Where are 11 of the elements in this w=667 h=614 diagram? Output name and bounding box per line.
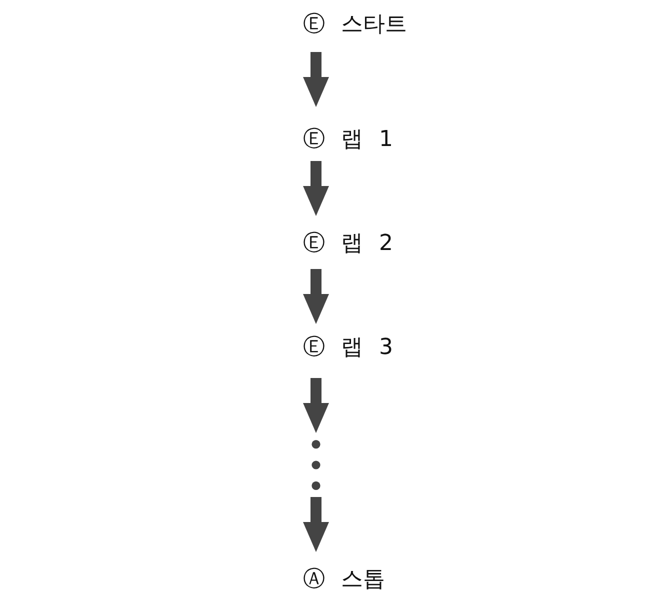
arrow (303, 378, 329, 433)
step-label: Ⓔ 랩 2 (303, 231, 393, 257)
vertical-ellipsis-icon (310, 440, 322, 490)
arrow (303, 269, 329, 324)
step-label: Ⓔ 스타트 (303, 12, 407, 38)
arrow (303, 52, 329, 107)
arrow (303, 161, 329, 216)
step-label: Ⓔ 랩 1 (303, 127, 393, 153)
arrow (303, 497, 329, 552)
step-label: Ⓐ 스톱 (303, 567, 385, 593)
step-label: Ⓔ 랩 3 (303, 335, 393, 361)
